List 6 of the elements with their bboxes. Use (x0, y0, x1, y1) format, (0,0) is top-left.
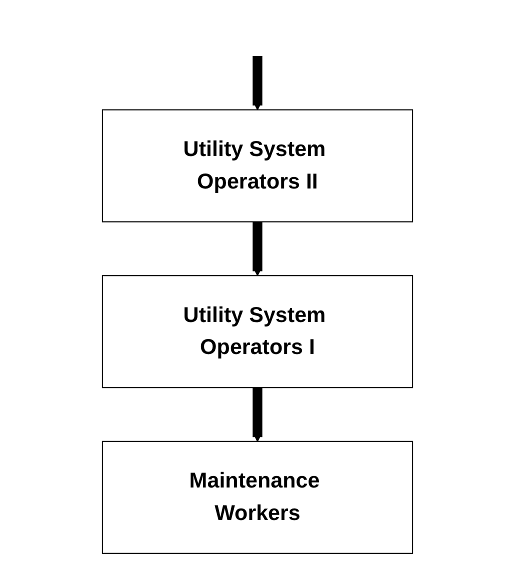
arrow (252, 56, 262, 110)
node-box: Maintenance Workers (102, 440, 414, 554)
node-box: Utility System Operators I (102, 275, 414, 388)
node-box: Utility System Operators II (102, 109, 414, 222)
arrow (252, 221, 262, 276)
arrow (252, 387, 262, 442)
